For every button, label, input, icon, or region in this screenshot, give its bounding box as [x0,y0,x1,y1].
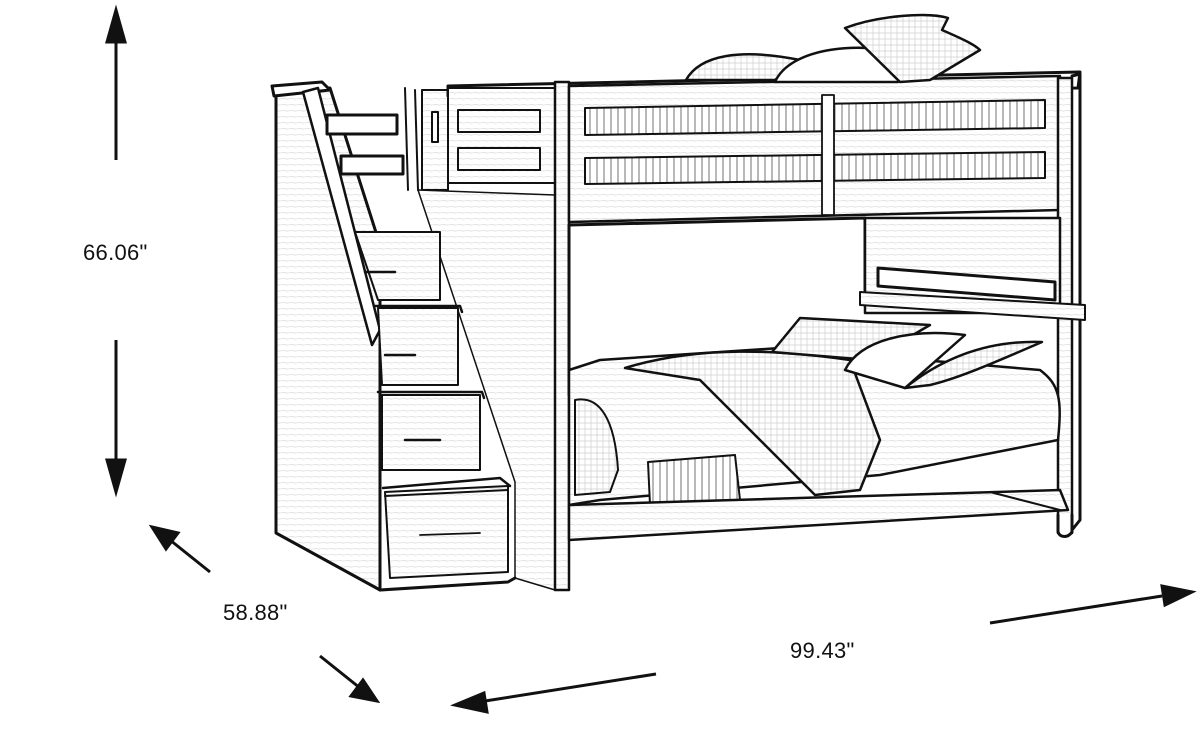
width-arrow [450,584,1197,714]
lower-front-rail [567,488,1070,542]
top-slat-row-2 [584,151,1046,185]
bunk-bed [270,13,1086,592]
top-slat-row-1 [584,99,1046,136]
depth-arrow [148,524,381,704]
width-dimension-label: 99.43" [790,638,855,663]
height-arrow [105,4,127,498]
top-pillows [684,13,982,84]
stair-drawers [354,231,517,592]
height-dimension-label: 66.06" [83,240,148,265]
lower-pillows [770,316,1044,390]
lower-bedding [567,346,1061,507]
depth-dimension-label: 58.88" [223,600,288,625]
throw-fringe [647,454,741,506]
